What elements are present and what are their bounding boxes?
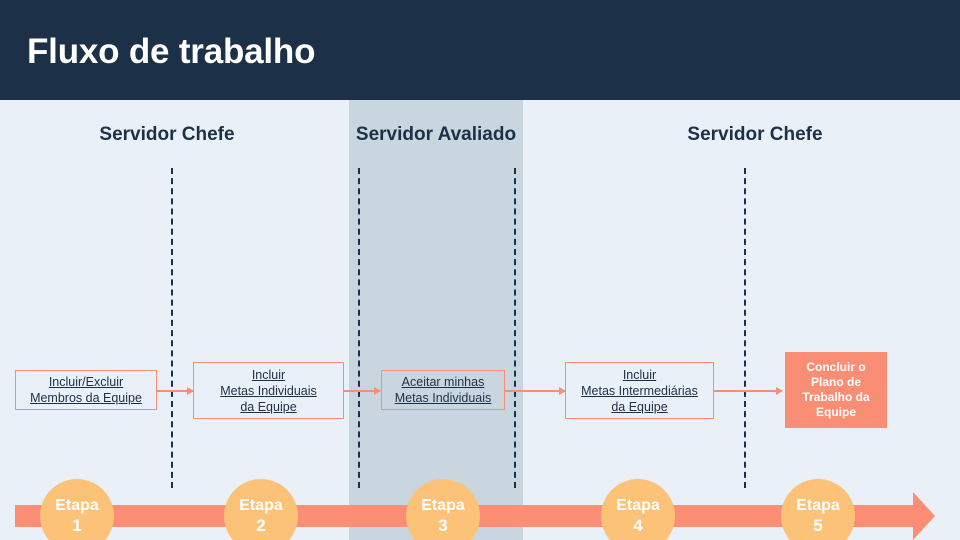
stage-label: Etapa xyxy=(239,497,283,514)
process-box-line: Equipe xyxy=(815,405,856,419)
process-box-step-1[interactable]: Incluir/Excluir Membros da Equipe xyxy=(15,370,157,410)
process-box-step-2[interactable]: Incluir Metas Individuais da Equipe xyxy=(193,362,344,419)
process-box-line: Incluir xyxy=(622,367,657,382)
stage-label: Etapa xyxy=(421,497,465,514)
process-box-line: Metas Individuais xyxy=(220,383,317,398)
timeline-arrowhead-icon xyxy=(913,492,935,540)
stage-circle-1[interactable]: Etapa 1 xyxy=(40,479,114,540)
stage-number: 4 xyxy=(633,516,643,535)
lane-title-1: Servidor Chefe xyxy=(99,124,235,145)
process-box-line: Trabalho da xyxy=(802,390,870,404)
title-bar xyxy=(0,0,960,100)
lane-divider-4 xyxy=(744,168,746,488)
stage-circle-5[interactable]: Etapa 5 xyxy=(781,479,855,540)
process-box-line: Aceitar minhas xyxy=(401,375,485,389)
lane-divider-3 xyxy=(514,168,516,488)
lane-title-2: Servidor Avaliado xyxy=(355,124,517,145)
process-box-line: da Equipe xyxy=(240,399,297,414)
stage-circle-2[interactable]: Etapa 2 xyxy=(224,479,298,540)
diagram-canvas: Servidor Chefe Servidor Avaliado Servido… xyxy=(0,100,960,540)
lane-divider-1 xyxy=(171,168,173,488)
connector-3-to-4 xyxy=(505,387,566,395)
process-box-line: Membros da Equipe xyxy=(30,391,142,405)
stage-number: 5 xyxy=(813,516,823,535)
stage-number: 2 xyxy=(256,516,266,535)
process-box-line: Metas Intermediárias xyxy=(581,383,698,398)
stage-label: Etapa xyxy=(616,497,660,514)
process-box-step-5[interactable]: Concluir o Plano de Trabalho da Equipe xyxy=(785,352,887,428)
stage-label: Etapa xyxy=(55,497,99,514)
lane-divider-2 xyxy=(358,168,360,488)
process-box-line: Incluir/Excluir xyxy=(48,375,124,389)
process-box-line: Metas Individuais xyxy=(394,391,492,405)
stage-circle-3[interactable]: Etapa 3 xyxy=(406,479,480,540)
stage-number: 3 xyxy=(438,516,448,535)
connector-1-to-2 xyxy=(157,387,194,395)
process-box-step-4[interactable]: Incluir Metas Intermediárias da Equipe xyxy=(565,362,714,419)
page-title: Fluxo de trabalho xyxy=(27,32,316,71)
connector-2-to-3 xyxy=(344,387,381,395)
lane-title-3: Servidor Chefe xyxy=(687,124,823,145)
stage-number: 1 xyxy=(72,516,82,535)
stage-label: Etapa xyxy=(796,497,840,514)
process-box-line: Plano de xyxy=(810,375,861,389)
process-box-line: da Equipe xyxy=(611,399,668,414)
process-box-line: Concluir o xyxy=(806,360,866,374)
process-box-step-3[interactable]: Aceitar minhas Metas Individuais xyxy=(381,370,505,410)
lane-band-servidor-avaliado xyxy=(349,100,523,540)
process-box-line: Incluir xyxy=(251,367,286,382)
connector-4-to-5 xyxy=(714,387,783,395)
stage-circle-4[interactable]: Etapa 4 xyxy=(601,479,675,540)
